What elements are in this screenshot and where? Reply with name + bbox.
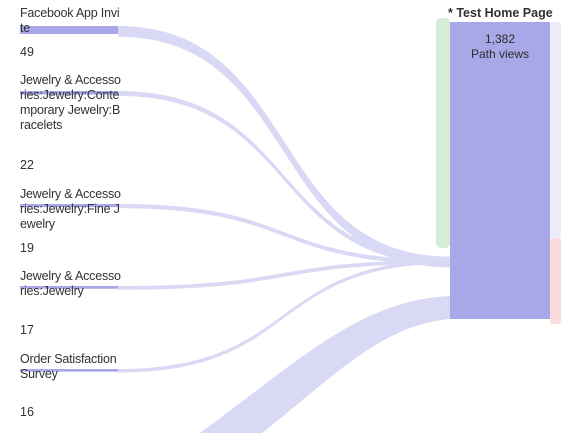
source-bar[interactable] [20,369,118,372]
source-count-4: 16 [20,405,34,419]
source-count-0: 49 [20,45,34,59]
lavender-exit-band [550,22,561,238]
flow-ribbon[interactable] [118,91,450,265]
flow-ribbon[interactable] [117,26,450,268]
source-count-1: 22 [20,158,34,172]
target-bar[interactable] [450,22,550,319]
source-count-2: 19 [20,241,34,255]
source-label-1[interactable]: Jewelry & Accessories:Jewelry:Contempora… [20,73,121,132]
red-exit-band [550,238,561,324]
source-bars [20,26,118,372]
source-label-2[interactable]: Jewelry & Accessories:Jewelry:Fine Jewel… [20,187,121,231]
target-caption: Path views [470,47,530,61]
green-exit-band [436,18,450,248]
target-title: * Test Home Page [448,6,553,20]
flow-ribbon[interactable] [118,260,450,290]
flow-ribbon[interactable] [118,204,450,265]
source-bar[interactable] [20,26,118,34]
target-count: 1,382 [484,32,516,46]
source-label-4[interactable]: Order Satisfaction Survey [20,352,117,381]
source-label-0[interactable]: Facebook App Invite [20,6,120,35]
flow-ribbon[interactable] [118,260,450,373]
source-count-3: 17 [20,323,34,337]
flow-ribbon[interactable] [200,296,450,433]
source-bar[interactable] [20,204,118,208]
source-label-3[interactable]: Jewelry & Accessories:Jewelry [20,269,121,298]
flows [117,26,450,433]
source-bar[interactable] [20,286,118,289]
source-bar[interactable] [20,91,118,95]
